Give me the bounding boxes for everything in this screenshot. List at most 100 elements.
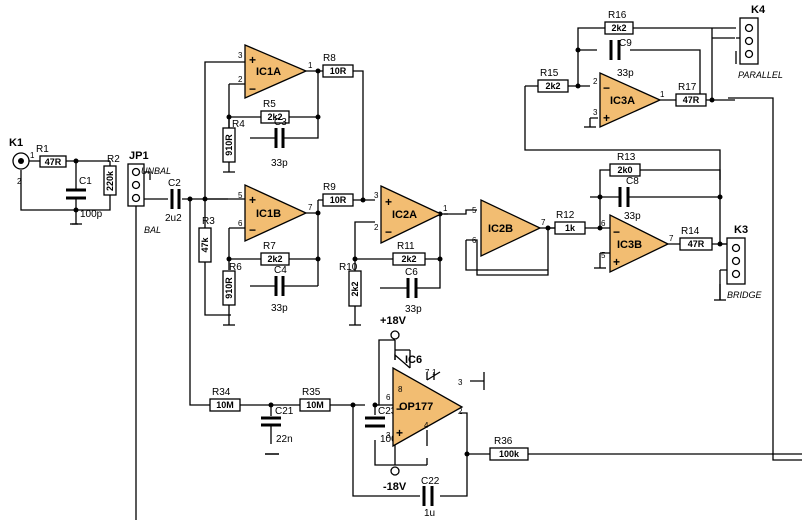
capacitor-value: 1u (424, 508, 435, 519)
resistors: 47R R1 220k R2 47k R3 910R R4 2k2 R5 (36, 10, 713, 461)
connector-k1: K1 1 2 (9, 137, 35, 186)
resistor-r13: 2k0 R13 (609, 152, 641, 177)
junction-dot (226, 256, 232, 262)
svg-text:3: 3 (458, 378, 463, 387)
resistor-id: R15 (540, 68, 559, 79)
resistor-value: 10M (306, 400, 324, 410)
svg-text:5: 5 (238, 191, 243, 200)
resistor-id: R10 (339, 262, 358, 273)
opamp-label: IC1A (256, 66, 281, 78)
resistor-value: 10R (330, 195, 347, 205)
resistor-r1: 47R R1 (36, 144, 67, 168)
svg-text:K4: K4 (751, 4, 766, 16)
svg-text:4: 4 (424, 421, 429, 430)
capacitor-value: 22n (276, 434, 293, 445)
junction-dot (350, 402, 356, 408)
junctions (73, 47, 723, 457)
resistor-r5: 2k2 R5 (260, 99, 290, 124)
resistor-r15: 2k2 R15 (537, 68, 569, 93)
capacitor-id: C8 (626, 176, 639, 187)
junction-dot (187, 196, 193, 202)
svg-text:7: 7 (308, 203, 313, 212)
resistor-value: 2k2 (267, 254, 282, 264)
resistor-r17: 47R R17 (675, 82, 707, 107)
capacitor-id: C22 (421, 476, 440, 487)
resistor-value: 10M (216, 400, 234, 410)
capacitor-c2: C2 2u2 (165, 178, 182, 224)
resistor-id: R2 (107, 154, 120, 165)
svg-text:K1: K1 (9, 137, 23, 149)
svg-text:−: − (396, 402, 403, 416)
svg-text:7: 7 (669, 234, 674, 243)
supplies: IC6 +18V -18V (380, 315, 422, 493)
opamp-ic3b: − + IC3B 6 5 7 (601, 213, 674, 274)
connectors: K1 1 2 JP1 UNBAL BAL K3 BRIDGE (9, 4, 783, 300)
junction-dot (545, 225, 551, 231)
junction-dot (352, 256, 358, 262)
svg-text:1: 1 (443, 204, 448, 213)
junction-dot (437, 256, 443, 262)
resistor-id: R36 (494, 436, 513, 447)
capacitor-c8: C8 33p (618, 176, 641, 222)
svg-text:3: 3 (386, 431, 391, 440)
resistor-r14: 47R R14 (679, 226, 713, 251)
capacitor-c23: C23 100n (365, 406, 402, 445)
resistor-value: 910R (224, 277, 234, 299)
opamp-label: IC1B (256, 208, 281, 220)
capacitor-id: C3 (274, 117, 287, 128)
svg-text:7: 7 (541, 218, 546, 227)
connector-jp1: JP1 UNBAL BAL (127, 150, 171, 235)
svg-text:2: 2 (458, 407, 463, 416)
resistor-id: R3 (202, 216, 215, 227)
svg-text:1: 1 (308, 61, 313, 70)
capacitor-id: C21 (275, 406, 294, 417)
resistor-value: 47R (688, 239, 705, 249)
ground-icon (223, 168, 235, 173)
svg-text:2: 2 (374, 223, 379, 232)
resistor-id: R14 (681, 226, 700, 237)
resistor-id: R17 (678, 82, 697, 93)
header-pin-icon (744, 49, 754, 59)
capacitor-value: 2u2 (165, 213, 182, 224)
resistor-value: 2k2 (545, 81, 560, 91)
opamp-label: IC2A (392, 209, 417, 221)
resistor-r36: 100k R36 (489, 436, 529, 461)
capacitor-id: C23 (378, 406, 397, 417)
capacitor-c4: C4 33p (271, 265, 288, 314)
opamp-ic1b: + − IC1B 5 6 7 (238, 183, 313, 243)
resistor-value: 47k (200, 237, 210, 253)
capacitor-c1: C1 100p (66, 176, 103, 220)
resistor-r34: 10M R34 (209, 387, 241, 412)
opamp-label: IC2B (488, 223, 513, 235)
junction-dot (268, 402, 274, 408)
resistor-r3: 47k R3 (198, 216, 215, 263)
svg-text:2: 2 (17, 177, 22, 186)
resistor-value: 47R (45, 157, 62, 167)
svg-text:UNBAL: UNBAL (141, 166, 171, 176)
svg-text:8: 8 (398, 385, 403, 394)
capacitor-id: C6 (405, 267, 418, 278)
svg-text:2: 2 (238, 75, 243, 84)
capacitor-c3: C3 33p (271, 117, 288, 169)
connector-k3: K3 BRIDGE (719, 224, 763, 300)
svg-text:−: − (613, 225, 620, 239)
resistor-id: R12 (556, 210, 575, 221)
resistor-r10: 2k2 R10 (339, 262, 362, 307)
minus-supply-label: -18V (383, 481, 407, 493)
capacitor-c9: C9 33p (609, 38, 634, 79)
plus-supply-label: +18V (380, 315, 407, 327)
opamp-ic2a: + − IC2A 3 2 1 (374, 184, 448, 245)
junction-dot (575, 83, 581, 89)
svg-text:+: + (603, 111, 610, 125)
resistor-value: 100k (499, 449, 520, 459)
resistor-id: R1 (36, 144, 49, 155)
junction-dot (315, 68, 321, 74)
opamp-label: IC3B (617, 239, 642, 251)
opamp-label: IC3A (610, 95, 635, 107)
capacitor-c21: C21 22n (261, 406, 294, 445)
resistor-id: R8 (323, 53, 336, 64)
resistor-value: 910R (224, 134, 234, 156)
opamp-op177: − + OP177 6 3 3 2 8 7 1 4 (386, 349, 464, 466)
capacitor-value: 100n (380, 434, 402, 445)
